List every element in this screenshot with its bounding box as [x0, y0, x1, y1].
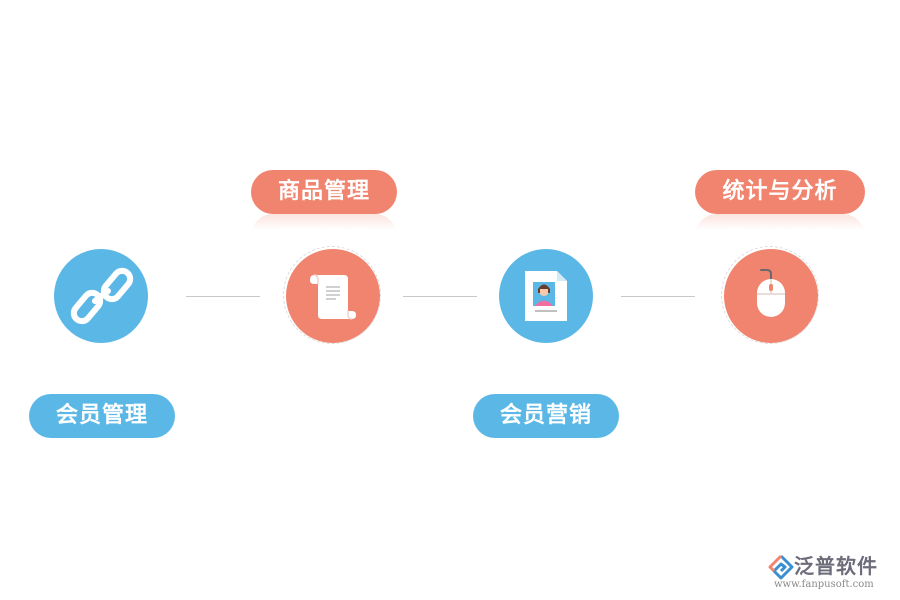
id-card-document-icon: [525, 271, 567, 321]
chain-link-icon: [70, 267, 134, 325]
node-member-marketing: [499, 249, 593, 343]
brand-url: www.fanpusoft.com: [774, 579, 874, 590]
brand-logo-icon: [768, 554, 794, 580]
node-member-management: [54, 249, 148, 343]
brand-logo: 泛普软件 www.fanpusoft.com: [768, 553, 892, 593]
brand-name: 泛普软件: [794, 554, 878, 578]
label-member-management: 会员管理: [29, 394, 175, 438]
label-product-management: 商品管理: [251, 170, 397, 214]
connector-line-1: [186, 296, 260, 297]
label-statistics-analysis: 统计与分析: [695, 170, 865, 214]
scroll-icon: [310, 274, 356, 320]
label-reflection: 商品管理: [251, 214, 397, 230]
node-product-management: [283, 246, 381, 344]
label-reflection: 统计与分析: [695, 214, 865, 230]
connector-line-3: [621, 296, 695, 297]
mouse-icon: [757, 269, 785, 317]
label-member-marketing: 会员营销: [473, 394, 619, 438]
connector-line-2: [403, 296, 477, 297]
node-statistics-analysis: [721, 246, 819, 344]
